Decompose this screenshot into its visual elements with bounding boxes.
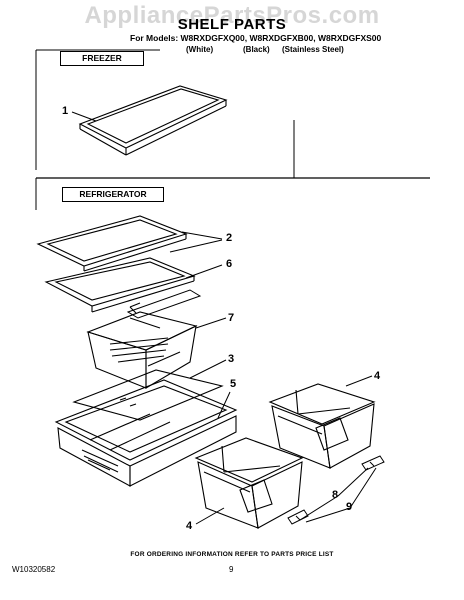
leader-8b (299, 495, 339, 521)
freezer-shelf (78, 85, 228, 156)
watermark: AppliancePartsPros.com (84, 2, 380, 29)
leader-5 (217, 391, 231, 419)
leader-4a (345, 375, 373, 387)
leader-4b (195, 507, 225, 525)
callout-2: 2 (226, 232, 233, 244)
leader-9a (349, 467, 377, 509)
callout-4-lower: 4 (186, 520, 193, 532)
cover-strip (126, 289, 202, 319)
callout-5: 5 (230, 378, 237, 390)
shelf-frame-lower (44, 257, 196, 313)
glass-insert (72, 369, 224, 421)
refrigerator-section-label: REFRIGERATOR (62, 187, 164, 202)
callout-3: 3 (228, 353, 235, 365)
crisper-drawer-left (194, 437, 304, 529)
leader-1 (71, 111, 97, 122)
leader-3 (189, 359, 227, 379)
leader-7 (195, 317, 227, 329)
ordering-info: FOR ORDERING INFORMATION REFER TO PARTS … (130, 551, 334, 558)
callout-7: 7 (228, 312, 235, 324)
glass-shelf-frame (36, 215, 188, 272)
crisper-drawer-right (268, 383, 376, 469)
drawer-slides (287, 455, 385, 525)
callout-6: 6 (226, 258, 233, 270)
lower-shelf-frame (54, 379, 238, 487)
leader-6 (185, 264, 223, 279)
leader-2b (169, 239, 223, 253)
callout-9: 9 (346, 501, 353, 513)
page-title: SHELF PARTS (177, 16, 287, 33)
document-part-number: W10320582 (12, 565, 56, 574)
callout-8: 8 (332, 489, 339, 501)
crisper-tray (86, 302, 198, 389)
callout-1: 1 (62, 105, 69, 117)
color-black: (Black) (243, 45, 270, 54)
page-number: 9 (229, 565, 234, 574)
freezer-section-label: FREEZER (60, 51, 144, 66)
color-white: (White) (186, 45, 214, 54)
leader-8a (337, 467, 369, 497)
leader-2a (181, 231, 223, 240)
color-stainless: (Stainless Steel) (282, 45, 344, 54)
leader-9b (305, 507, 351, 523)
model-list: For Models: W8RXDGFXQ00, W8RXDGFXB00, W8… (130, 33, 382, 43)
callout-4-upper: 4 (374, 370, 381, 382)
